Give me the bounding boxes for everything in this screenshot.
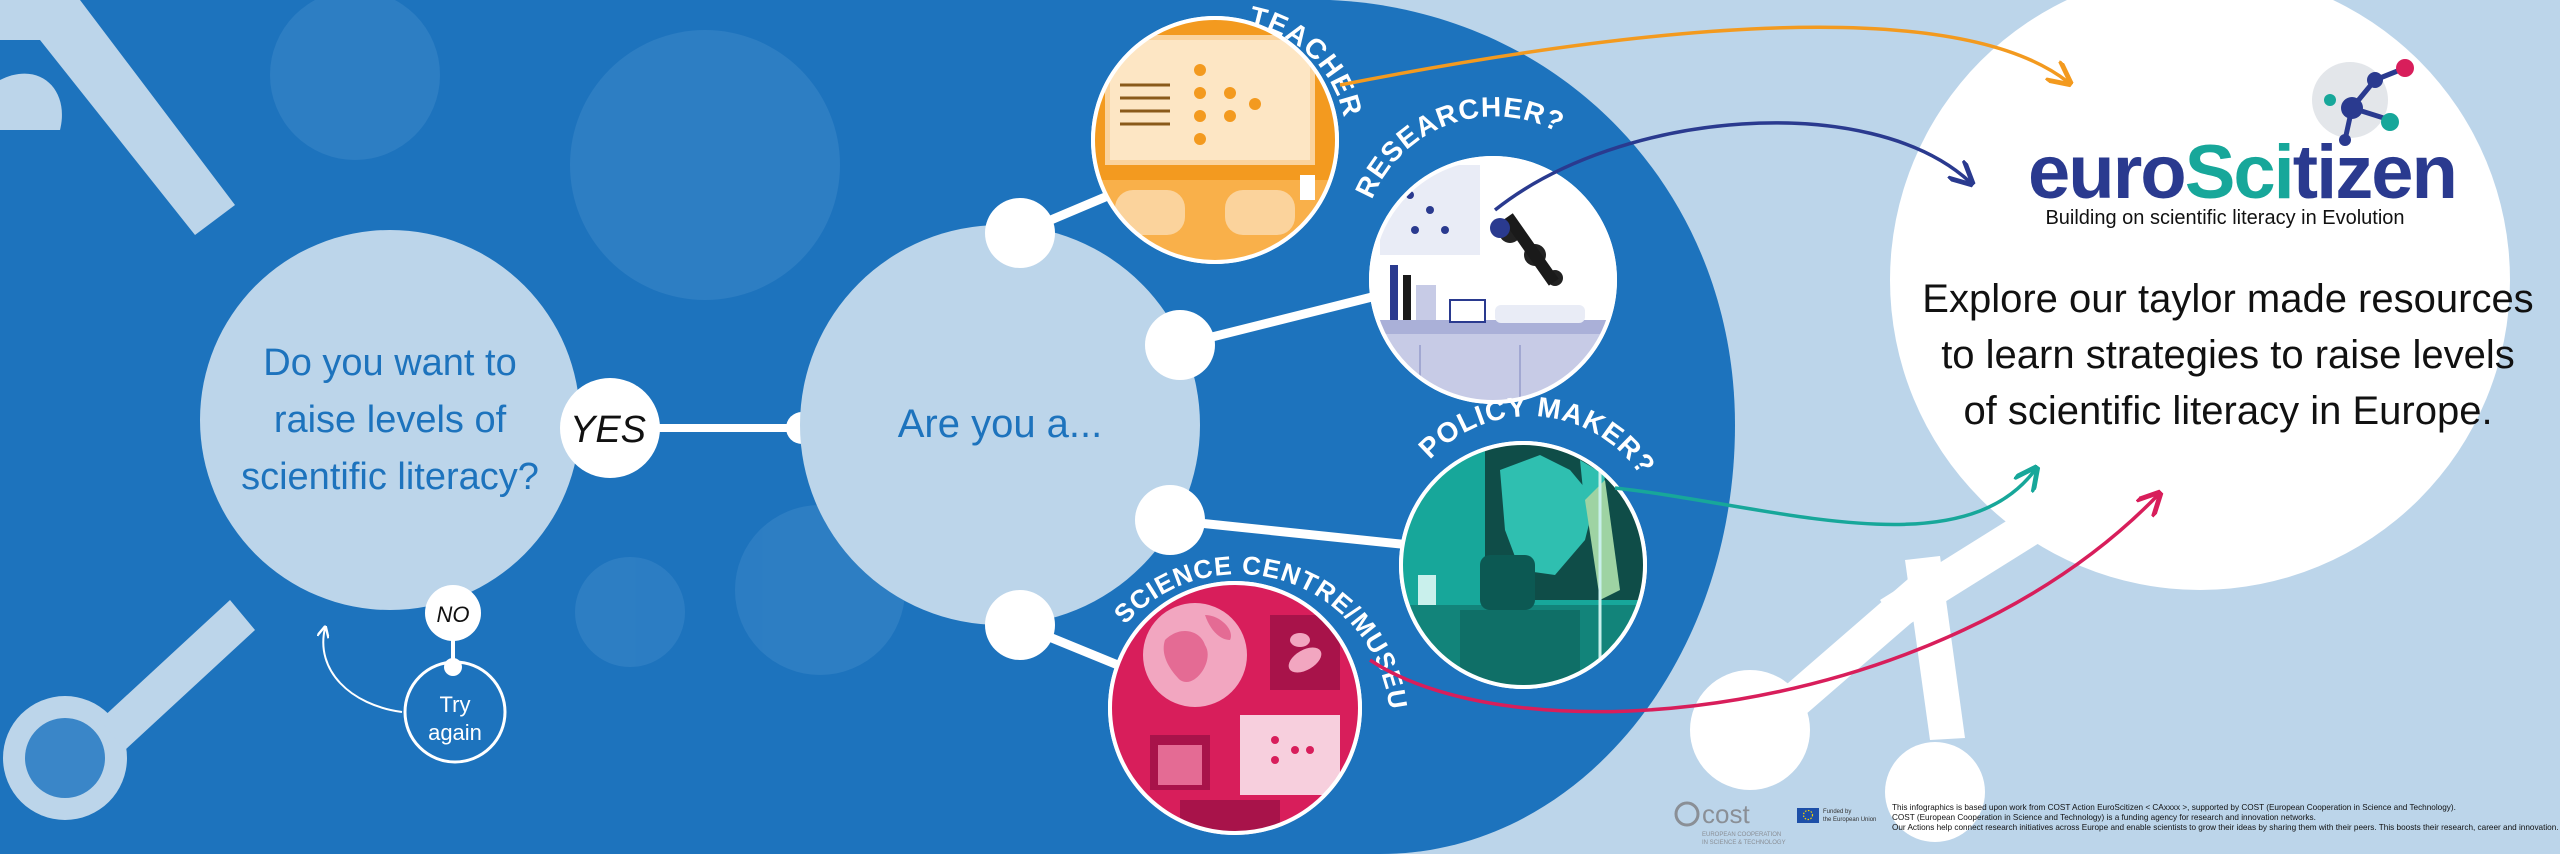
are-you-label: Are you a...	[898, 402, 1103, 446]
are-you-node: Are you a...	[800, 190, 1411, 675]
explore-line-2: to learn strategies to raise levels	[1941, 333, 2515, 377]
no-branch: NO Try again	[323, 585, 507, 764]
policy-arrow	[1614, 470, 2035, 527]
logo-tizen: tizen	[2293, 130, 2456, 215]
logo-tagline: Building on scientific literacy in Evolu…	[2045, 207, 2404, 229]
disclaimer-line-3: Our Actions help connect research initia…	[1892, 823, 2559, 832]
arrows	[1339, 25, 2158, 714]
try-again-node[interactable]	[403, 660, 507, 764]
loop-back-arrow	[323, 628, 403, 713]
try-again-line-2: again	[428, 720, 482, 745]
cost-sub-1: EUROPEAN COOPERATION	[1702, 832, 1781, 838]
svg-text:euroScitizen: euroScitizen	[2028, 130, 2456, 215]
teacher-arrow	[1339, 25, 2068, 85]
no-node[interactable]	[425, 585, 481, 641]
cost-wordmark: cost	[1702, 799, 1750, 829]
euroscitizen-logo: euroScitizen Building on scientific lite…	[2028, 59, 2458, 229]
question-line-2: raise levels of	[274, 399, 507, 441]
explore-text: Explore our taylor made resources to lea…	[1922, 277, 2533, 433]
question-line-1: Do you want to	[263, 342, 516, 384]
yes-label: YES	[570, 409, 646, 451]
question-line-3: scientific literacy?	[241, 456, 539, 498]
researcher-arrow	[1493, 121, 1970, 212]
cost-sub-2: IN SCIENCE & TECHNOLOGY	[1702, 840, 1786, 846]
yes-node[interactable]	[560, 378, 660, 478]
disclaimer-line-1: This infographics is based upon work fro…	[1892, 803, 2456, 812]
logo-euro: euro	[2028, 130, 2185, 215]
disclaimer-line-2: COST (European Cooperation in Science an…	[1892, 813, 2316, 822]
try-again-line-1: Try	[440, 692, 471, 717]
footer: cost EUROPEAN COOPERATION IN SCIENCE & T…	[1674, 799, 2559, 846]
question-node: Do you want to raise levels of scientifi…	[200, 230, 580, 610]
explore-line-3: of scientific literacy in Europe.	[1963, 389, 2492, 433]
logo-sci: Sci	[2185, 130, 2293, 215]
museum-arrow	[1369, 495, 2158, 714]
explore-line-1: Explore our taylor made resources	[1922, 277, 2533, 321]
eu-label-2: the European Union	[1823, 817, 1876, 823]
eu-flag: Funded by the European Union	[1797, 808, 1876, 823]
cost-logo: cost EUROPEAN COOPERATION IN SCIENCE & T…	[1674, 799, 1786, 846]
no-label: NO	[437, 602, 470, 627]
eu-label-1: Funded by	[1823, 809, 1851, 815]
